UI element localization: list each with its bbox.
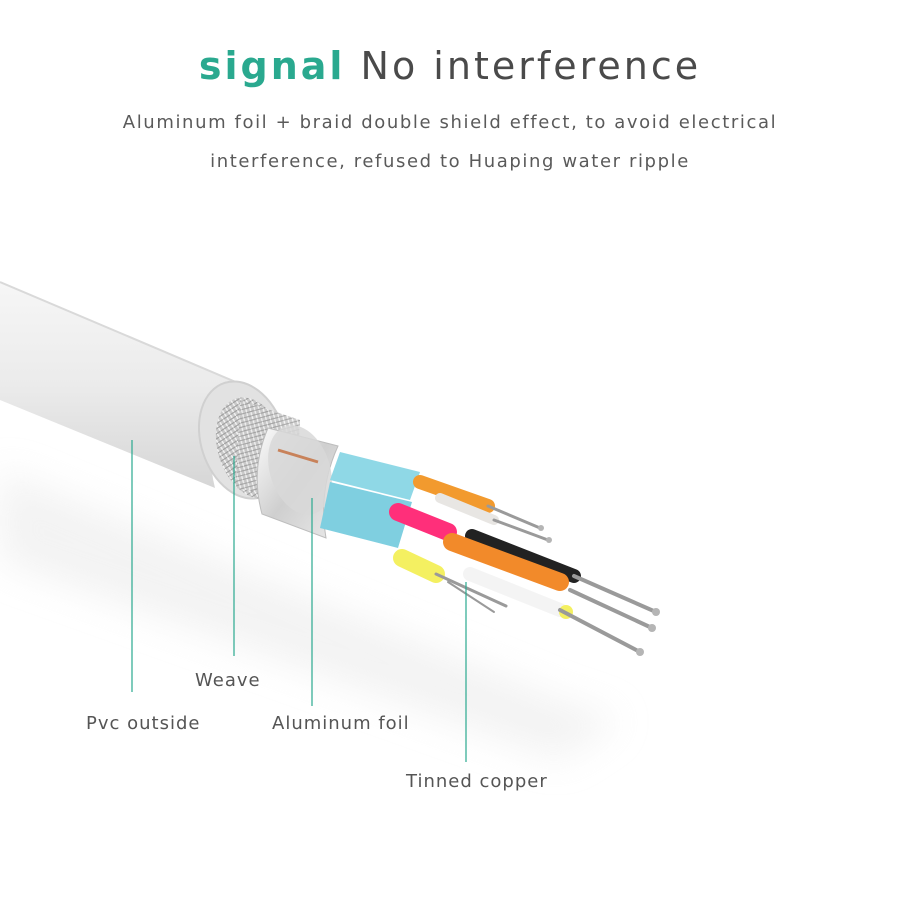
wire-black — [465, 529, 581, 583]
page-title: signal No interference — [0, 44, 900, 88]
strand-1 — [486, 504, 542, 530]
aluminum-foil-end — [268, 425, 332, 515]
wire-white-low — [463, 567, 567, 617]
pvc-jacket-edge — [0, 281, 239, 384]
pvc-jacket — [0, 282, 238, 488]
tinned-copper-strands — [434, 504, 658, 654]
cable-shadow — [0, 470, 620, 760]
strand-4 — [568, 588, 654, 630]
blue-shield-lower — [320, 482, 412, 548]
title-accent: signal — [198, 44, 346, 88]
strand-6 — [434, 572, 508, 608]
strand-3 — [572, 574, 658, 614]
wire-pink — [389, 503, 457, 541]
strand-ends — [538, 525, 660, 656]
label-weave: Weave — [195, 670, 261, 691]
strand-5 — [558, 608, 642, 654]
title-rest: No interference — [360, 44, 702, 88]
label-tinned-copper: Tinned copper — [406, 771, 548, 792]
copper-drain-strand — [277, 448, 319, 464]
subtitle-line-1: Aluminum foil + braid double shield effe… — [122, 112, 778, 133]
wire-orange-mid — [443, 533, 569, 591]
wire-yellow — [393, 549, 445, 583]
blue-shield-upper — [330, 452, 420, 500]
label-aluminum-foil: Aluminum foil — [272, 713, 410, 734]
subtitle-line-2: interference, refused to Huaping water r… — [210, 151, 690, 172]
label-pvc-outside: Pvc outside — [86, 713, 201, 734]
wire-orange-top — [413, 475, 495, 513]
wire-white-top — [435, 493, 499, 525]
internal-wires — [389, 475, 581, 619]
strand-2 — [492, 518, 550, 542]
strand-7 — [447, 581, 495, 613]
